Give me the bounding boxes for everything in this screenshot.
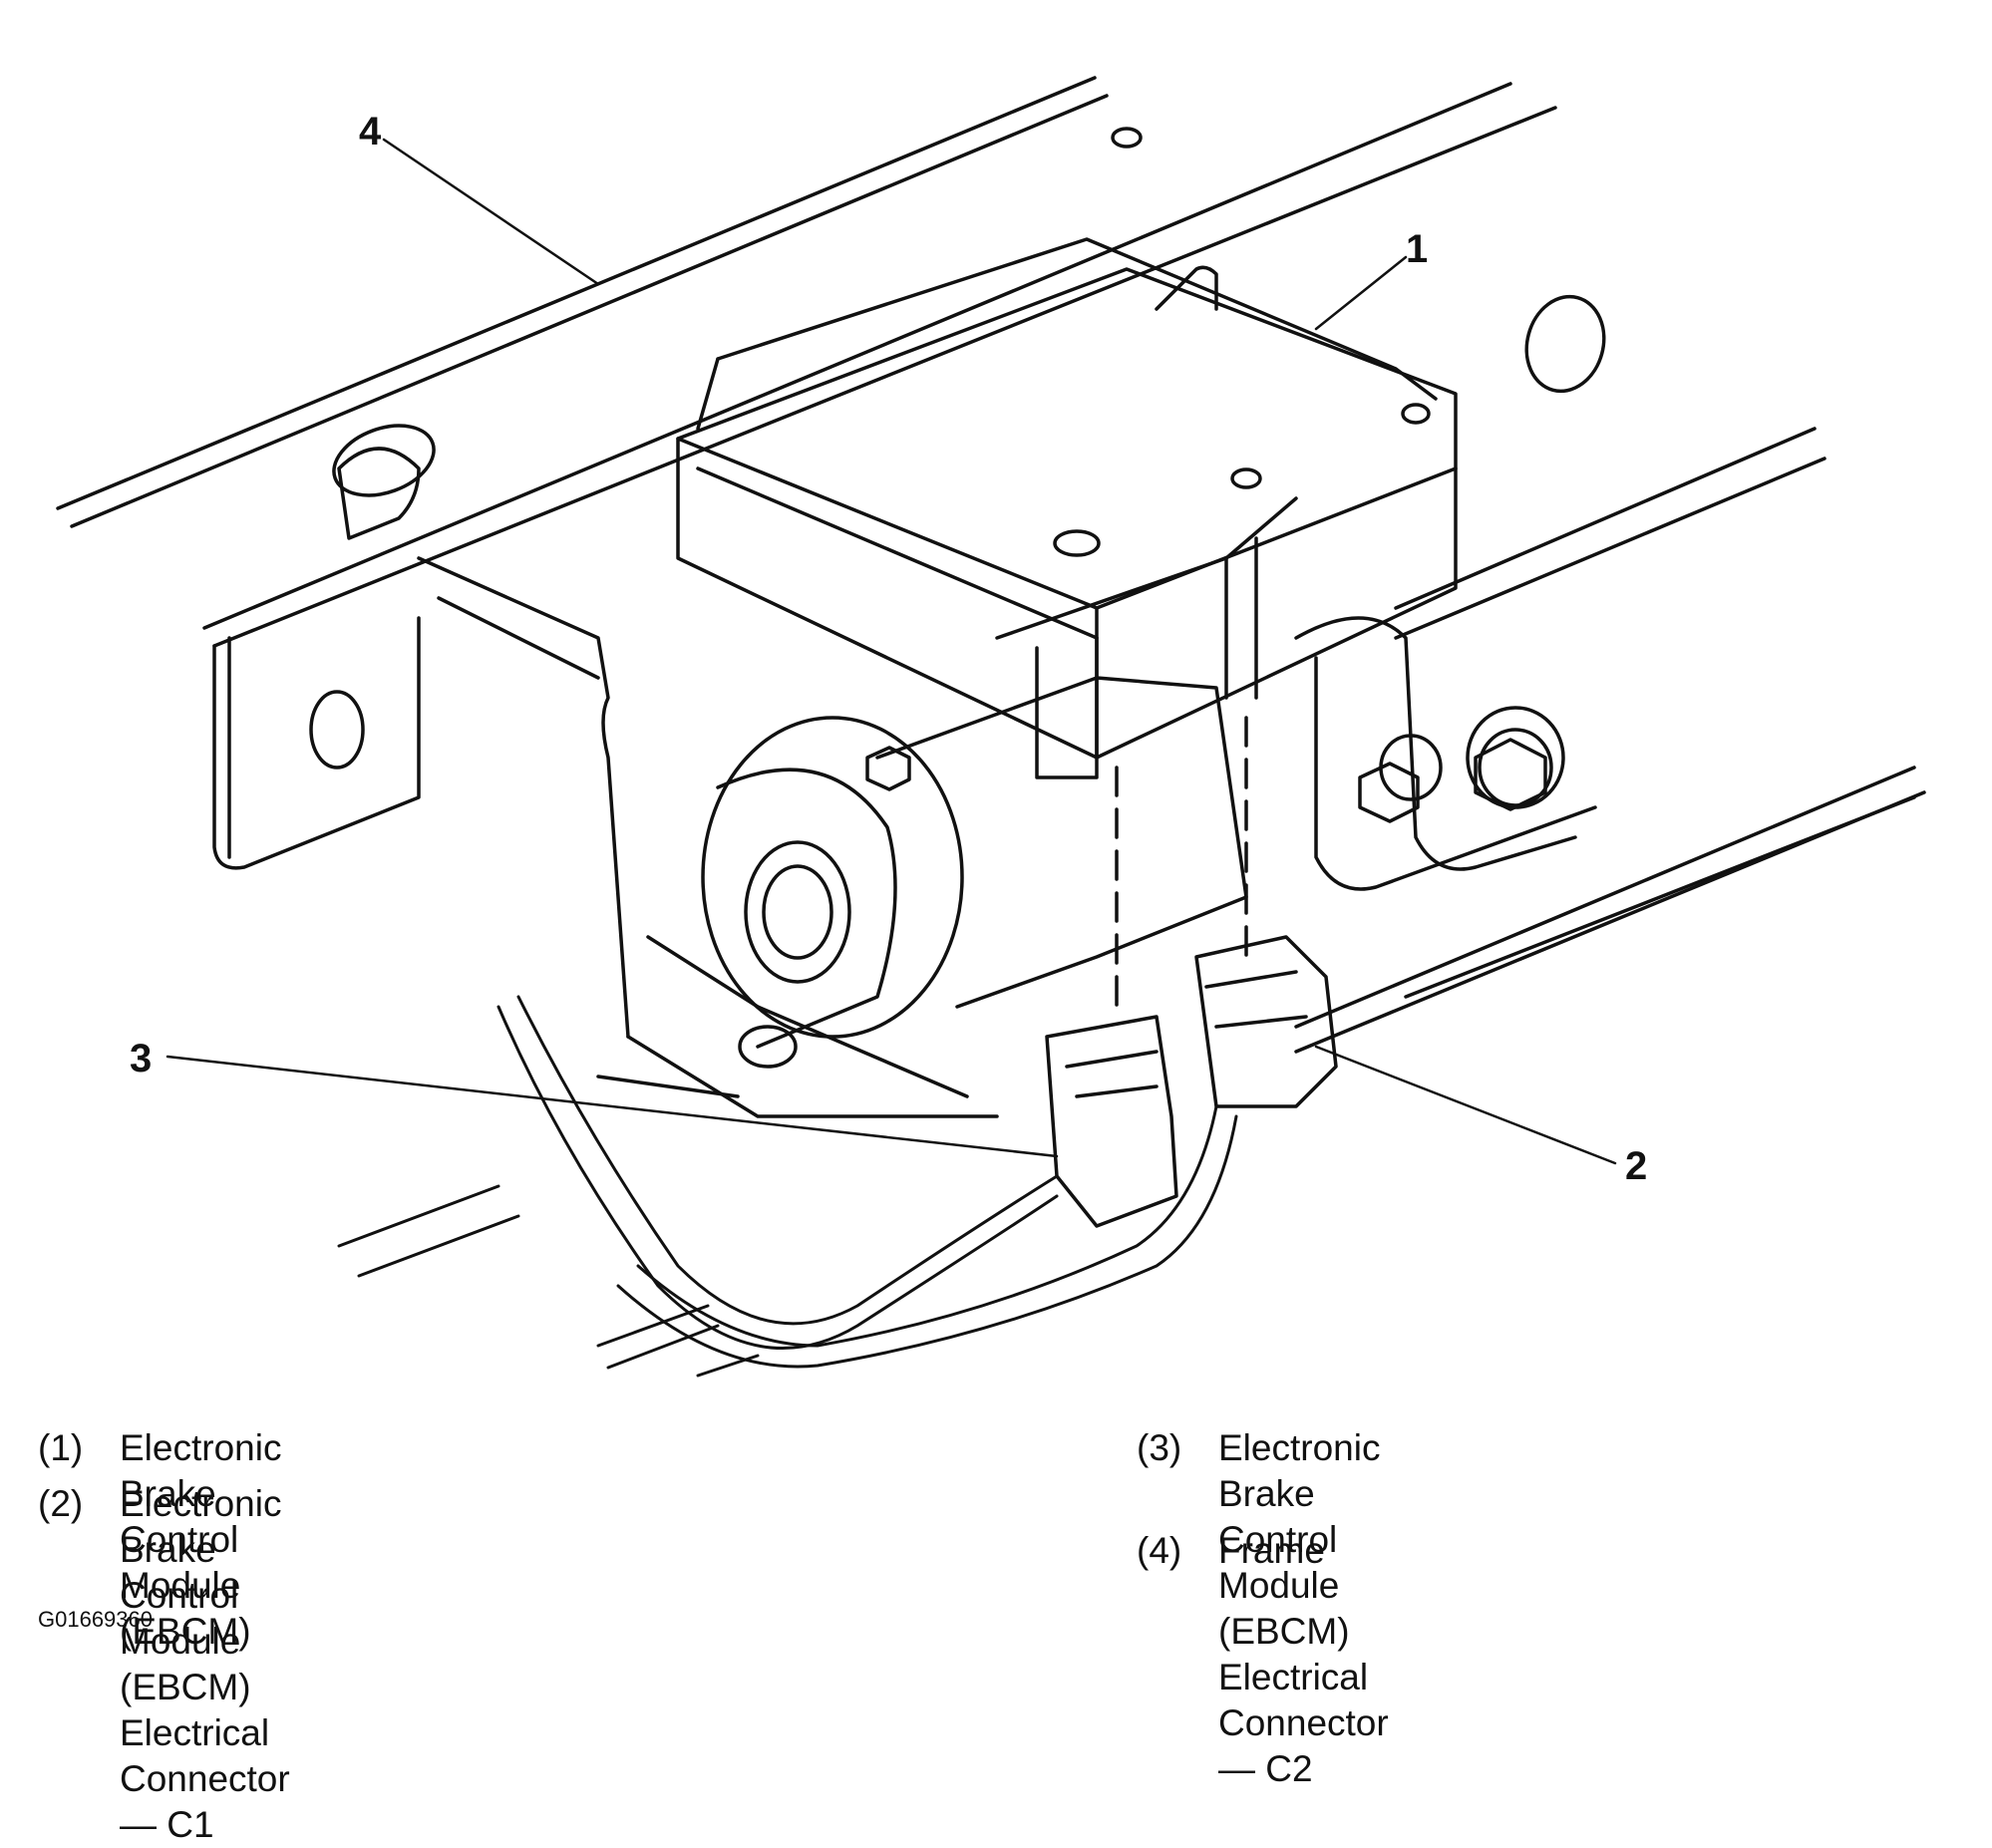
ebcm-line-drawing: [56, 76, 1926, 1378]
hydraulic-motor: [596, 676, 1547, 1118]
callout-1: 1: [1406, 227, 1429, 271]
legend-number: (1): [38, 1427, 84, 1468]
connectors: [1045, 716, 1338, 1228]
ebcm-module: [676, 237, 1458, 779]
mounting-bracket: [417, 556, 1597, 1039]
legend: (1) Electronic Brake Control Module (EBC…: [0, 1425, 1992, 1845]
legend-label: Frame: [1218, 1530, 1325, 1571]
wiring-harness: [337, 995, 1238, 1378]
legend-label: Electronic Brake Control Module (EBCM): [120, 1427, 282, 1652]
legend-number: (3): [1137, 1427, 1182, 1468]
legend-label: Electronic Brake Control Module (EBCM) E…: [120, 1483, 290, 1845]
figure-id: G01669360: [38, 1607, 153, 1632]
legend-number: (2): [38, 1483, 84, 1524]
leader-lines: [166, 138, 1617, 1165]
frame-rail: [56, 76, 1926, 1054]
callout-4: 4: [359, 110, 382, 154]
legend-number: (4): [1137, 1530, 1182, 1571]
legend-label: Electronic Brake Control Module (EBCM) E…: [1218, 1427, 1389, 1789]
callout-3: 3: [130, 1037, 153, 1080]
callout-2: 2: [1625, 1144, 1648, 1188]
